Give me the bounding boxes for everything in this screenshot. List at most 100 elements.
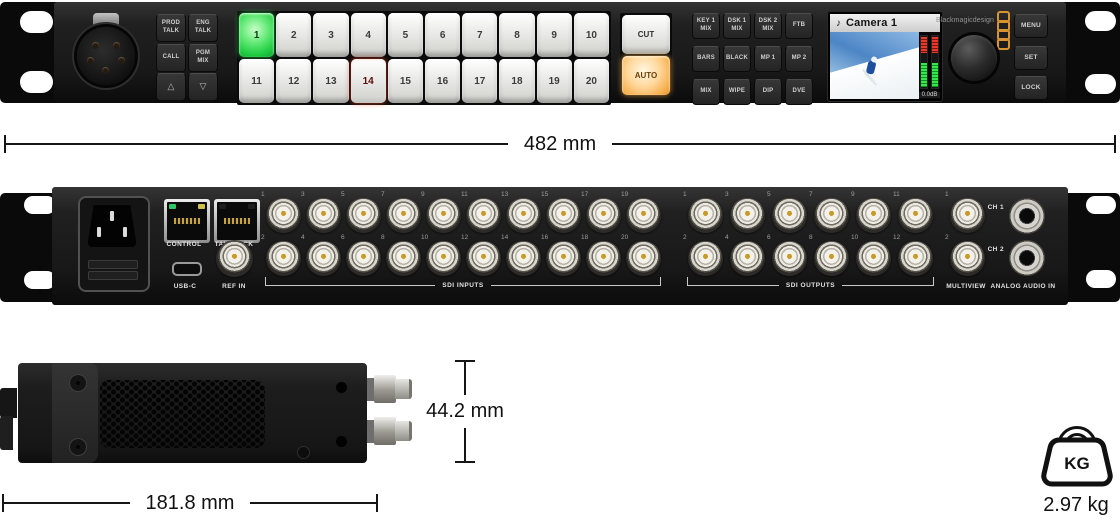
sdi-output-bnc-5	[772, 198, 807, 233]
lcd-screen: ♪ Camera 1	[828, 12, 942, 101]
ch1-label: CH 1	[987, 204, 1004, 211]
ref-in-label: REF IN	[222, 283, 246, 290]
weight-kg-icon: KG	[1041, 426, 1113, 487]
function-button-bars: BARS	[692, 46, 720, 72]
music-note-icon: ♪	[836, 17, 841, 29]
audio-meter-right	[931, 35, 939, 89]
sdi-input-number: 4	[301, 234, 305, 241]
sdi-input-bnc-17	[586, 198, 621, 233]
rack-ear-right	[1064, 193, 1120, 302]
xlr-latch	[93, 13, 119, 26]
arrow-down-button: ▽	[188, 73, 218, 101]
input-button-19: 19	[536, 59, 572, 103]
power-pin	[110, 211, 114, 221]
input-button-12: 12	[276, 59, 312, 103]
kg-icon-label: KG	[1064, 454, 1090, 473]
multiview-number: 2	[945, 234, 949, 241]
sdi-input-number: 14	[501, 234, 509, 241]
sdi-output-bnc-8	[814, 241, 849, 276]
pgm-mix-button: PGM MIX	[188, 44, 218, 72]
side-bnc-connector	[367, 378, 375, 401]
sdi-output-number: 10	[851, 234, 859, 241]
function-button-dsk-2-mix: DSK 2 MIX	[754, 13, 782, 39]
sdi-input-number: 17	[581, 191, 589, 198]
multiview-number: 1	[945, 191, 949, 198]
input-button-11: 11	[239, 59, 275, 103]
sdi-output-number: 6	[767, 234, 771, 241]
depth-dimension: 181.8 mm	[2, 492, 378, 514]
control-ethernet-port	[164, 199, 210, 243]
talkback-xlr-connector	[77, 27, 135, 85]
xlr-pin	[87, 57, 94, 64]
sdi-output-number: 7	[809, 191, 813, 198]
sdi-input-number: 18	[581, 234, 589, 241]
sdi-input-bnc-19	[626, 198, 661, 233]
height-dimension-label: 44.2 mm	[426, 400, 504, 422]
sdi-input-bnc-14	[506, 241, 541, 276]
sdi-input-number: 3	[301, 191, 305, 198]
input-button-7: 7	[462, 13, 498, 57]
ref-in-bnc	[216, 240, 253, 277]
sdi-input-number: 20	[621, 234, 629, 241]
eng-talk-button: ENG TALK	[188, 14, 218, 42]
skier-preview-image	[830, 32, 919, 99]
logo-dot-icon	[997, 20, 1010, 32]
side-bnc-connector	[367, 420, 375, 443]
sdi-output-bnc-10	[856, 241, 891, 276]
sdi-input-bnc-20	[626, 241, 661, 276]
sdi-input-bnc-10	[426, 241, 461, 276]
multiview-label: MULTIVIEW	[946, 283, 986, 290]
sdi-output-bnc-6	[772, 241, 807, 276]
sdi-input-bnc-5	[346, 198, 381, 233]
screw	[336, 436, 347, 447]
rack-hole	[1085, 11, 1116, 31]
height-dimension: 44.2 mm	[418, 360, 512, 463]
sdi-input-number: 6	[341, 234, 345, 241]
sdi-output-number: 8	[809, 234, 813, 241]
multiview-bnc-1	[950, 198, 985, 233]
function-button-dve: DVE	[785, 79, 813, 105]
sdi-output-bnc-4	[730, 241, 765, 276]
menu-button: MENU	[1014, 14, 1048, 38]
control-knob	[951, 35, 997, 81]
side-bnc-connector	[374, 417, 396, 445]
input-button-6: 6	[425, 13, 461, 57]
sdi-input-bnc-7	[386, 198, 421, 233]
sdi-input-bnc-18	[586, 241, 621, 276]
function-button-mp-2: MP 2	[785, 46, 813, 72]
input-button-9: 9	[536, 13, 572, 57]
sdi-output-bnc-11	[898, 198, 933, 233]
input-button-16: 16	[425, 59, 461, 103]
sdi-input-bnc-1	[266, 198, 301, 233]
sdi-output-number: 9	[851, 191, 855, 198]
call-button: CALL	[156, 44, 186, 72]
multiview-bnc-2	[950, 241, 985, 276]
power-pin	[97, 227, 101, 237]
usb-c-port	[172, 262, 202, 276]
transition-button-group: CUT AUTO	[620, 13, 672, 97]
sdi-input-number: 9	[421, 191, 425, 198]
side-bnc-connector	[395, 421, 412, 441]
function-button-ftb: FTB	[785, 13, 813, 39]
weight-value: 2.97 kg	[1043, 494, 1109, 516]
sdi-output-bnc-1	[688, 198, 723, 233]
rack-hole	[24, 271, 56, 289]
function-button-dip: DIP	[754, 79, 782, 105]
sdi-input-bnc-16	[546, 241, 581, 276]
sdi-output-bnc-12	[898, 241, 933, 276]
control-label: CONTROL	[166, 241, 202, 248]
fuse-slot	[88, 271, 138, 280]
power-connector	[78, 196, 150, 292]
rack-hole	[1085, 74, 1116, 94]
function-button-mp-1: MP 1	[754, 46, 782, 72]
vent-holes	[100, 380, 265, 448]
xlr-pin	[92, 42, 99, 49]
sdi-output-number: 4	[725, 234, 729, 241]
meter-green-segment	[921, 62, 927, 87]
screw	[69, 374, 87, 392]
